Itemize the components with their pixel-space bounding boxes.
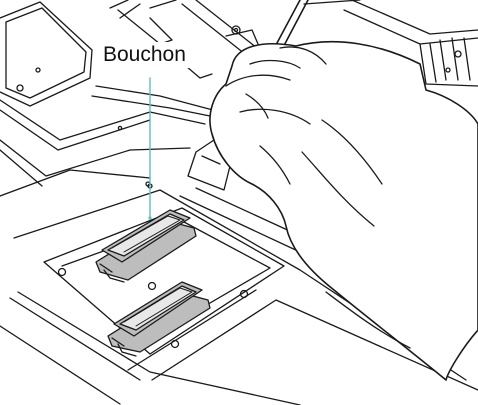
callout-label: Bouchon — [100, 42, 189, 68]
cap-lower — [107, 281, 211, 357]
gloved-hand — [209, 40, 478, 381]
printer-frame — [0, 0, 263, 197]
callout-leader-end — [148, 216, 152, 220]
carriage-rail — [303, 0, 478, 87]
cap-upper — [95, 209, 197, 283]
